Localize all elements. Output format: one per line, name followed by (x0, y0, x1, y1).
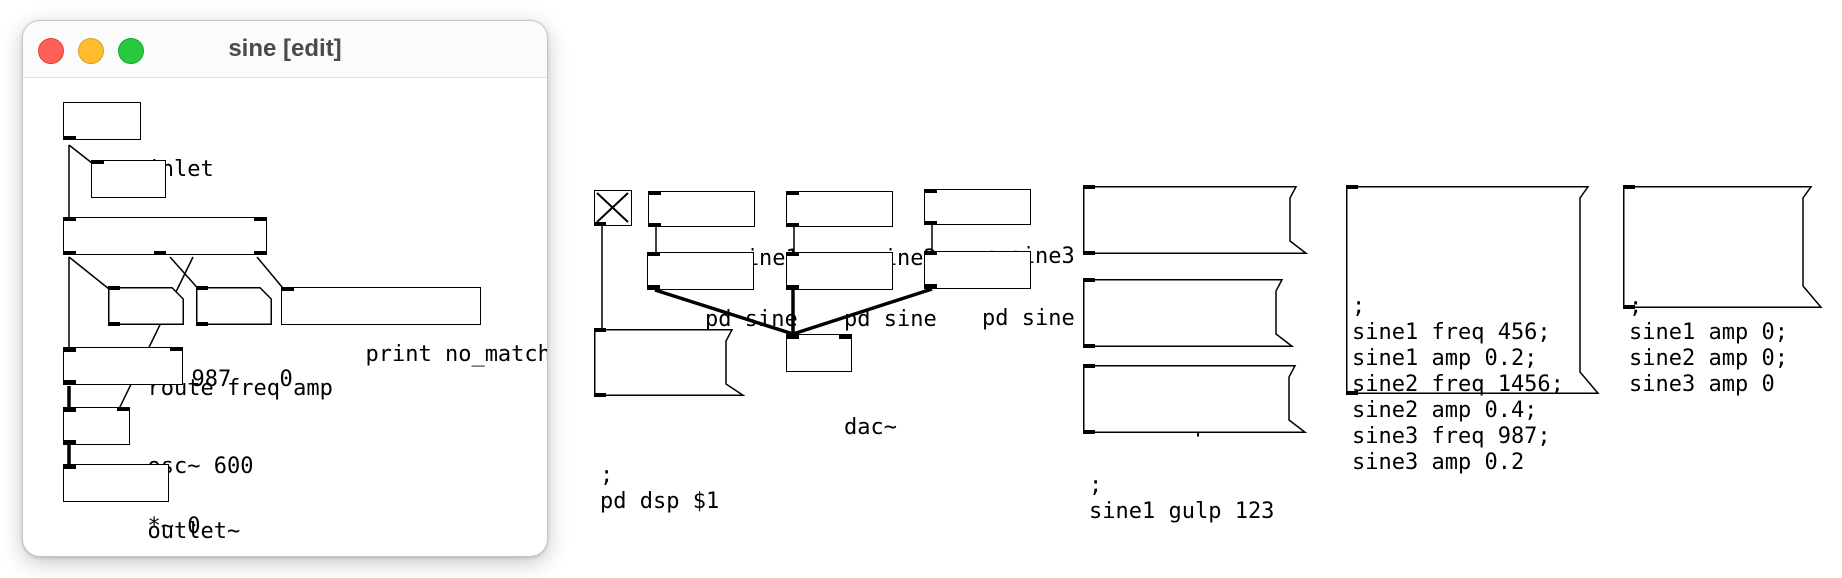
receive-sine2-object[interactable]: r sine2 (786, 191, 937, 271)
number-value: 0 (279, 367, 292, 392)
message-text: ; sine1 amp 0; sine2 amp 0; sine3 amp 0 (1629, 294, 1788, 397)
message-flag-shape (1083, 279, 1295, 347)
object-text: print no_match (365, 342, 548, 367)
object-text: pd sine (704, 307, 798, 332)
window-titlebar[interactable]: sine [edit] (23, 21, 547, 78)
object-text: outlet~ (147, 519, 241, 544)
message-sine1-freq[interactable]: ; sine1 freq 987 (1083, 185, 1309, 345)
pd-sine-object-1[interactable]: pd sine (647, 252, 798, 332)
message-sine1-amp[interactable]: ; sine1 amp 0.5 (1083, 278, 1295, 438)
message-mute-all-sines[interactable]: ; sine1 amp 0; sine2 amp 0; sine3 amp 0 (1623, 185, 1823, 397)
outlet-signal-object[interactable]: outlet~ (63, 464, 240, 544)
dsp-message[interactable]: ; pd dsp $1 (594, 328, 746, 514)
multiply-signal-object[interactable]: *~ 0 (63, 407, 200, 539)
object-text: pd sine (843, 307, 937, 332)
receive-sine1-object[interactable]: r sine1 (648, 191, 799, 271)
print-no-match-object[interactable]: print no_match (281, 287, 547, 367)
zoom-button[interactable] (118, 38, 144, 64)
toggle-x-icon (596, 192, 629, 223)
number-box-freq[interactable]: 987 (108, 286, 231, 392)
message-flag-shape (1083, 365, 1308, 433)
pd-sine-object-2[interactable]: pd sine (786, 252, 937, 332)
osc-object[interactable]: osc~ 600 (63, 347, 253, 479)
close-button[interactable] (38, 38, 64, 64)
dsp-message-text: ; pd dsp $1 (600, 463, 720, 514)
inlet-object[interactable]: inlet (63, 102, 214, 182)
number-box-shape (108, 287, 184, 325)
subpatch-canvas[interactable]: inlet print route freq amp 987 (23, 21, 547, 556)
print-object[interactable]: print (91, 160, 242, 240)
number-value: 987 (191, 367, 232, 392)
object-text: route freq amp (147, 376, 333, 401)
window-title: sine [edit] (228, 35, 342, 62)
object-text: dac~ (843, 415, 897, 440)
object-text: *~ 0 (147, 514, 201, 539)
message-flag-shape (1083, 186, 1309, 254)
message-set-all-sines[interactable]: ; sine1 freq 456; sine1 amp 0.2; sine2 f… (1346, 185, 1600, 475)
receive-sine3-object[interactable]: r sine3 (924, 189, 1075, 269)
number-box-shape (196, 287, 272, 325)
dsp-toggle[interactable] (594, 190, 632, 226)
number-box-amp[interactable]: 0 (196, 286, 293, 392)
message-flag-shape (1623, 186, 1823, 308)
message-sine1-gulp[interactable]: ; sine1 gulp 123 (1083, 364, 1308, 524)
object-text: pd sine (981, 306, 1075, 331)
dac-object[interactable]: dac~ (786, 334, 897, 440)
message-text: ; sine1 gulp 123 (1089, 473, 1275, 524)
subpatch-window[interactable]: sine [edit] inlet print (22, 20, 548, 557)
pd-sine-object-3[interactable]: pd sine (924, 251, 1075, 331)
route-object[interactable]: route freq amp (63, 217, 333, 401)
minimize-button[interactable] (78, 38, 104, 64)
message-text: ; sine1 freq 456; sine1 amp 0.2; sine2 f… (1352, 294, 1564, 475)
